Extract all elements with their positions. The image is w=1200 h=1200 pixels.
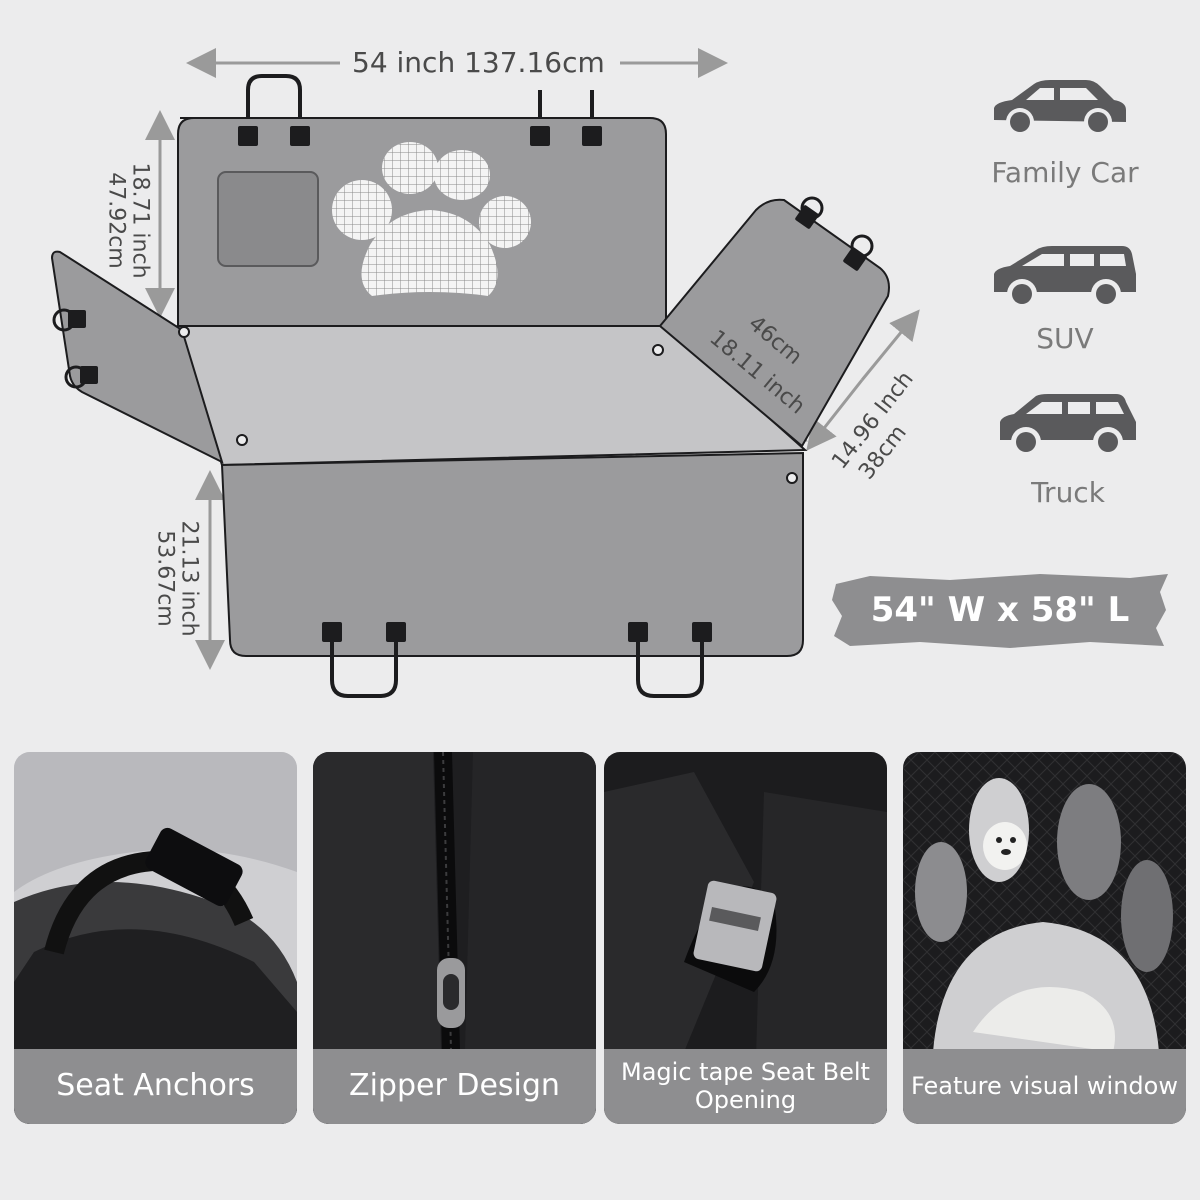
back-height-label-inch: 18.71 inch [127,162,153,279]
feature-label-zipper-design: Zipper Design [313,1049,596,1124]
zipper-pulls [178,326,798,484]
left-side-flap [50,250,224,464]
feature-card-zipper-design: Zipper Design [313,752,596,1124]
suv-icon [994,246,1136,309]
truck-icon [1000,394,1136,457]
size-banner: 54" W x 58" L [830,570,1170,650]
top-width-label: 54 inch 137.16cm [352,46,605,79]
storage-pocket [217,171,319,267]
clip-row-top [238,126,602,146]
size-banner-text: 54" W x 58" L [870,590,1130,630]
feature-label-seat-anchors: Seat Anchors [14,1049,297,1124]
headrest-strap-left [246,74,302,130]
vehicle-label-family-car: Family Car [991,156,1139,189]
seat-height-label-inch: 21.13 inch [176,520,202,637]
right-flap-clips [795,196,874,271]
vehicle-label-suv: SUV [1036,322,1094,355]
feature-label-seat-belt-opening: Magic tape Seat Belt Opening [604,1049,887,1124]
flap-height-arrow [806,309,920,451]
seat-cover-diagram [50,48,920,698]
feature-label-visual-window: Feature visual window [903,1049,1186,1124]
sedan-icon [994,80,1126,136]
seat-height-label-cm: 53.67cm [152,530,178,627]
feature-card-visual-window: Feature visual window [903,752,1186,1124]
seat-front-panel [220,451,804,657]
bottom-anchor-straps [322,622,712,698]
mesh-paw-window [332,142,531,296]
vehicle-label-truck: Truck [1031,476,1105,509]
feature-card-seat-belt-opening: Magic tape Seat Belt Opening [604,752,887,1124]
right-side-flap [658,198,890,448]
back-height-label-cm: 47.92cm [103,172,129,269]
left-flap-clips [52,308,98,389]
feature-card-seat-anchors: Seat Anchors [14,752,297,1124]
